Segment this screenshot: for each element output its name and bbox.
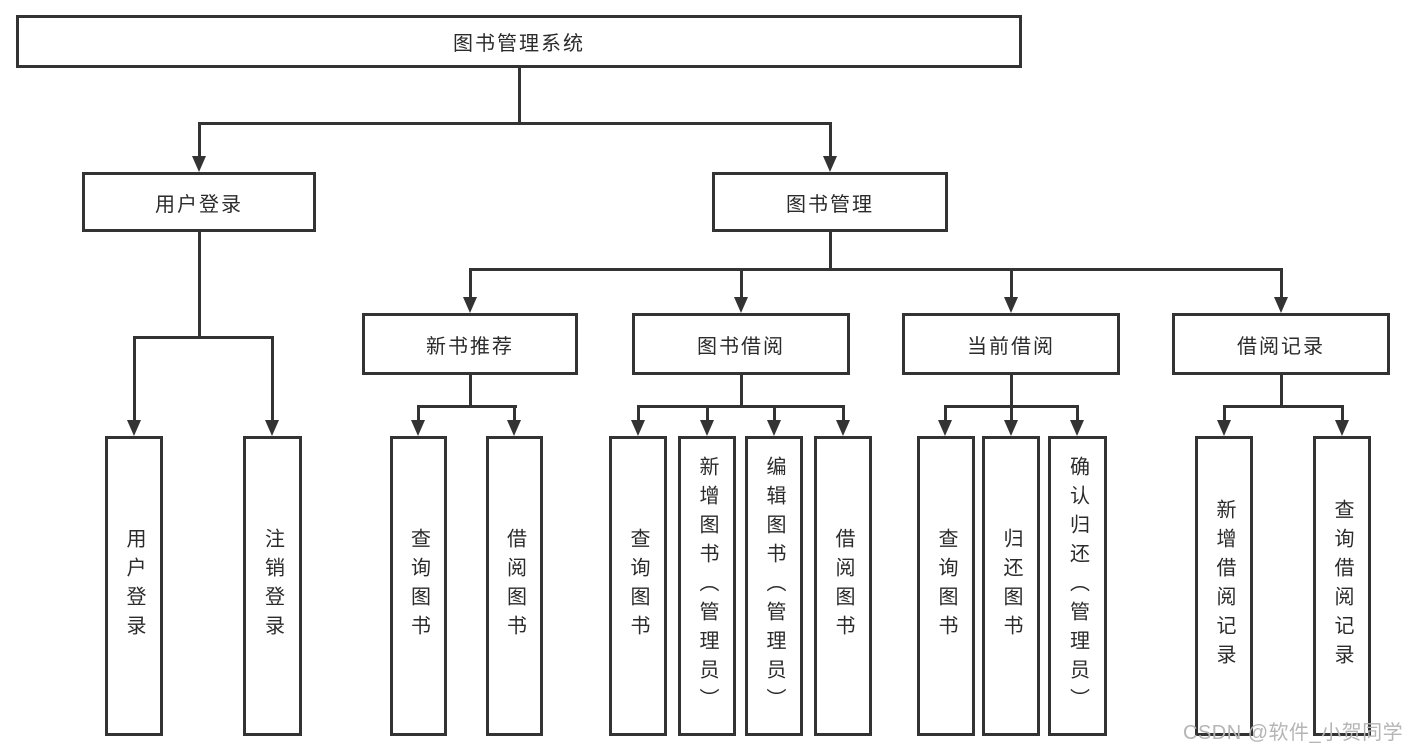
arrow-down-icon (1004, 297, 1018, 313)
connector-user-login-stem (198, 232, 201, 336)
leaf-query-borrow-record: 查询借阅记录 (1313, 436, 1371, 736)
connector-borrowing-stem (740, 375, 743, 405)
node-label: 图书管理 (786, 193, 874, 216)
leaf-edit-books-admin: 编辑图书（管理员） (745, 436, 803, 736)
connector-leaf (1076, 405, 1079, 420)
node-label: 查询借阅记录 (1331, 499, 1353, 673)
node-label: 编辑图书（管理员） (763, 455, 785, 717)
connector-user-login-rail (133, 336, 274, 339)
node-label: 借阅记录 (1237, 335, 1325, 358)
connector-records-stem (1280, 375, 1283, 405)
leaf-confirm-return-admin: 确认归还（管理员） (1048, 436, 1107, 736)
leaf-borrow-books: 借阅图书 (814, 436, 872, 736)
connector-leaf (513, 405, 516, 420)
node-label: 注销登录 (261, 528, 284, 644)
arrow-down-icon (1004, 420, 1018, 436)
arrow-down-icon (1274, 297, 1288, 313)
connector-leaf (1341, 405, 1344, 420)
node-label: 借阅图书 (832, 528, 854, 644)
connector-root-stem (518, 68, 521, 122)
leaf-query-books-recommend: 查询图书 (390, 436, 447, 736)
node-label: 查询图书 (407, 528, 430, 644)
arrow-down-icon (127, 420, 141, 436)
arrow-down-icon (767, 420, 781, 436)
node-book-borrowing: 图书借阅 (632, 313, 850, 375)
csdn-watermark: CSDN @软件_小贺同学 (1183, 722, 1404, 744)
node-new-book-recommend: 新书推荐 (362, 313, 578, 375)
leaf-user-login: 用户登录 (105, 436, 163, 736)
leaf-return-books: 归还图书 (982, 436, 1040, 736)
connector-leaf (944, 405, 947, 420)
node-label: 用户登录 (155, 193, 243, 216)
node-label: 新增图书（管理员） (696, 455, 718, 717)
node-label: 用户登录 (123, 528, 145, 644)
connector-to-user-login (198, 122, 201, 156)
leaf-borrow-books-recommend: 借阅图书 (486, 436, 543, 736)
leaf-add-books-admin: 新增图书（管理员） (678, 436, 736, 736)
arrow-down-icon (507, 420, 521, 436)
connector-leaf (417, 405, 420, 420)
arrow-down-icon (734, 297, 748, 313)
leaf-query-books-current: 查询图书 (917, 436, 975, 736)
connector-level2-rail (198, 122, 831, 125)
node-label: 归还图书 (1000, 528, 1022, 644)
node-current-borrowing: 当前借阅 (902, 313, 1120, 375)
connector-to-leaf-login (133, 336, 136, 420)
connector-records-rail (1223, 405, 1344, 408)
connector-recommend-rail (417, 405, 517, 408)
node-label: 新增借阅记录 (1213, 499, 1235, 673)
arrow-down-icon (192, 156, 206, 172)
connector-leaf (706, 405, 709, 420)
connector-to-leaf-logout (271, 336, 274, 420)
connector-leaf (773, 405, 776, 420)
node-borrowing-records: 借阅记录 (1172, 313, 1390, 375)
connector-leaf (637, 405, 640, 420)
connector-leaf (1010, 405, 1013, 420)
leaf-add-borrow-record: 新增借阅记录 (1195, 436, 1253, 736)
arrow-down-icon (823, 156, 837, 172)
connector-to-book-mgmt (829, 122, 832, 156)
node-label: 新书推荐 (426, 335, 514, 358)
node-book-management: 图书管理 (712, 172, 948, 232)
arrow-down-icon (411, 420, 425, 436)
connector-leaf (1223, 405, 1226, 420)
connector-leaf (842, 405, 845, 420)
arrow-down-icon (700, 420, 714, 436)
connector-book-mgmt-stem (829, 232, 832, 268)
connector-current-stem (1010, 375, 1013, 405)
node-label: 确认归还（管理员） (1066, 455, 1089, 717)
node-label: 图书管理系统 (453, 33, 585, 55)
connector-to-borrow-records (1280, 268, 1283, 297)
arrow-down-icon (1217, 420, 1231, 436)
arrow-down-icon (938, 420, 952, 436)
connector-to-current-borrow (1010, 268, 1013, 297)
leaf-query-books-borrow: 查询图书 (609, 436, 667, 736)
node-label: 借阅图书 (503, 528, 526, 644)
node-user-login: 用户登录 (82, 172, 316, 232)
node-label: 当前借阅 (967, 335, 1055, 358)
connector-recommend-stem (469, 375, 472, 405)
connector-to-new-books (469, 268, 472, 297)
arrow-down-icon (836, 420, 850, 436)
arrow-down-icon (265, 420, 279, 436)
node-label: 查询图书 (935, 528, 957, 644)
connector-to-book-borrow (740, 268, 743, 297)
arrow-down-icon (1070, 420, 1084, 436)
node-label: 查询图书 (627, 528, 649, 644)
arrow-down-icon (463, 297, 477, 313)
leaf-logout: 注销登录 (243, 436, 302, 736)
node-label: 图书借阅 (697, 335, 785, 358)
node-root-system: 图书管理系统 (16, 15, 1022, 68)
arrow-down-icon (631, 420, 645, 436)
connector-level3-rail (469, 268, 1283, 271)
connector-borrowing-rail (637, 405, 845, 408)
arrow-down-icon (1335, 420, 1349, 436)
